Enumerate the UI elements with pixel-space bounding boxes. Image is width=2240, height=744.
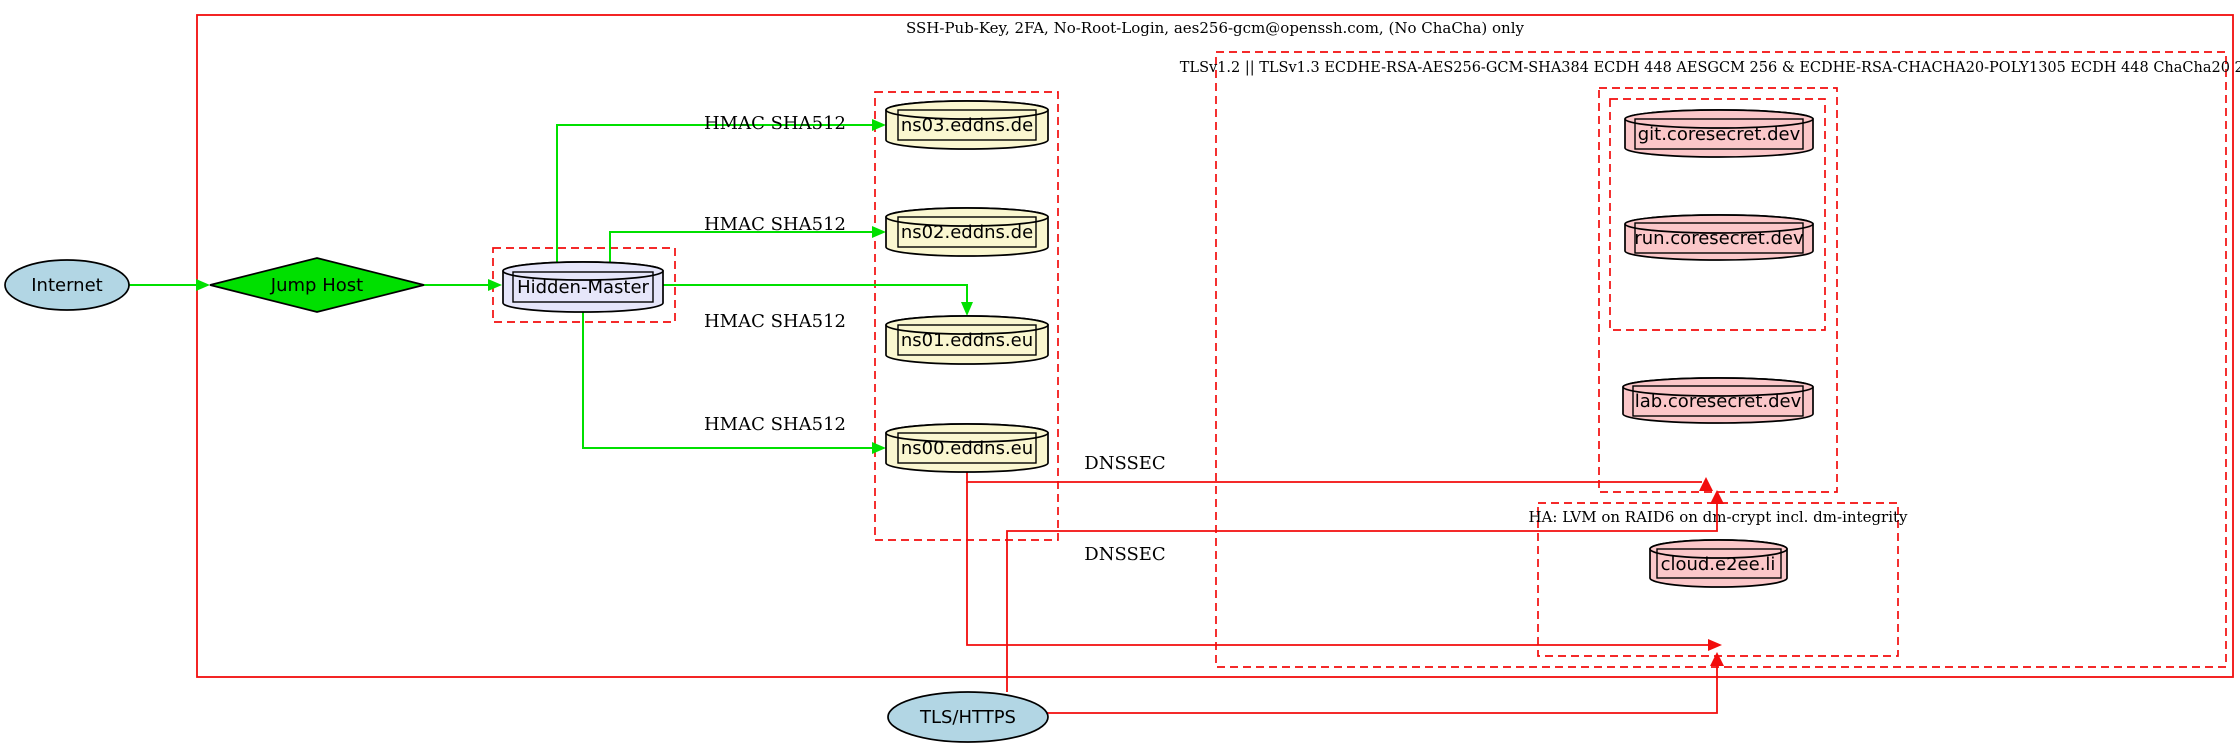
node-ns01-label: ns01.eddns.eu [901,330,1033,351]
cluster-ha-title: HA: LVM on RAID6 on dm-crypt incl. dm-in… [1528,508,1908,526]
node-hidden-master-labelbox [512,271,654,303]
node-cloud-label: cloud.e2ee.li [1661,554,1776,575]
cluster-ssh-title: SSH-Pub-Key, 2FA, No-Root-Login, aes256-… [906,19,1525,37]
edge-label-hmac-ns01: HMAC SHA512 [704,311,846,332]
node-run-cap [1624,214,1814,234]
node-lab-labelbox [1632,385,1804,417]
arrowhead-hiddenmaster-ns00 [872,442,886,454]
node-ns00-labelbox [897,432,1037,464]
arrowhead-jumphost-hiddenmaster [488,279,502,291]
arrowhead-tls-coresecret [1710,490,1724,504]
node-git-label: git.coresecret.dev [1638,124,1801,145]
edge-hiddenmaster-ns03 [556,124,874,262]
node-ns02-label: ns02.eddns.de [901,222,1033,243]
node-hidden-master-label: Hidden-Master [517,277,649,298]
edge-hiddenmaster-ns01 [663,284,968,304]
node-cloud-labelbox [1656,548,1782,579]
arrowhead-internet-jumphost [196,279,210,291]
edge-tls-ha [1047,664,1718,714]
cluster-tls-box [1215,51,2227,668]
node-lab-label: lab.coresecret.dev [1635,391,1802,412]
node-git-labelbox [1634,118,1804,150]
cluster-coresecret-inner-box [1609,98,1826,331]
node-hidden-master-cap [502,261,664,281]
node-internet [4,259,130,311]
arrowhead-dnssec-coresecret [1699,477,1713,491]
edge-label-hmac-ns00: HMAC SHA512 [704,414,846,435]
cluster-ssh-box [196,14,2234,678]
arrowhead-hiddenmaster-ns01 [961,302,973,316]
node-ns01-labelbox [897,324,1037,356]
node-tls-https-label: TLS/HTTPS [919,707,1016,728]
arrowhead-dnssec-ha [1708,639,1722,651]
node-tls-https [887,691,1049,743]
arrowhead-hiddenmaster-ns03 [872,119,886,131]
arrowhead-hiddenmaster-ns02 [872,226,886,238]
node-lab-cap [1622,377,1814,397]
edge-dnssec-coresecret [966,472,1702,483]
node-jump-host [209,257,425,313]
node-run-label: run.coresecret.dev [1634,228,1804,249]
arrowhead-tls-ha [1710,652,1724,666]
node-ns02-labelbox [897,216,1037,248]
edge-label-hmac-ns02: HMAC SHA512 [704,214,846,235]
node-internet-label: Internet [31,275,102,296]
cluster-tls-title: TLSv1.2 || TLSv1.3 ECDHE-RSA-AES256-GCM-… [1180,60,2240,76]
edge-dnssec-ha [966,482,1710,646]
edge-hiddenmaster-ns00 [582,312,874,449]
edge-label-hmac-ns03: HMAC SHA512 [704,113,846,134]
node-jump-host-label: Jump Host [270,275,363,296]
edge-tls-coresecret [1006,502,1718,692]
edge-label-dnssec-1: DNSSEC [1084,453,1165,474]
node-ns03-label: ns03.eddns.de [901,115,1033,136]
node-ns00-label: ns00.eddns.eu [901,438,1033,459]
edge-hiddenmaster-ns02 [609,231,874,262]
node-run-labelbox [1634,222,1804,254]
node-ns03-labelbox [897,109,1037,141]
edge-label-dnssec-2: DNSSEC [1084,544,1165,565]
